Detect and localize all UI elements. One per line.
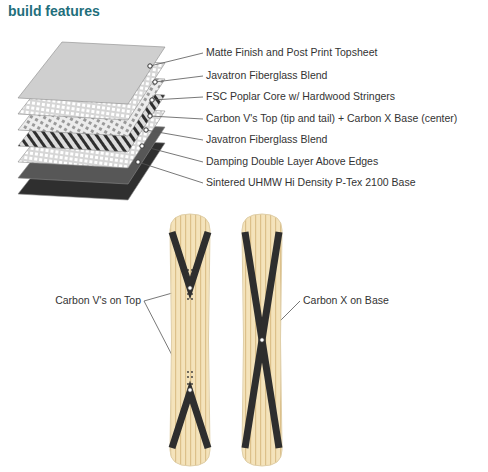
insert-dots — [187, 269, 193, 385]
leader-dot — [188, 286, 193, 291]
layer-plate — [18, 42, 165, 104]
carbon-v — [172, 232, 208, 448]
snowboard-top — [170, 214, 210, 466]
snowboard-base — [242, 214, 282, 466]
part-label: Sintered UHMW Hi Density P-Tex 2100 Base — [206, 176, 416, 189]
part-label: Carbon V's Top (tip and tail) + Carbon X… — [206, 112, 457, 125]
part-label: Carbon V's on Top — [55, 294, 141, 307]
part-label: Carbon X on Base — [303, 294, 389, 307]
part-label: Javatron Fiberglass Blend — [206, 133, 327, 146]
part-label: Javatron Fiberglass Blend — [206, 69, 327, 82]
carbon-x — [245, 232, 279, 448]
title: build features — [8, 3, 100, 20]
leader-dots — [136, 64, 157, 164]
part-label: Damping Double Layer Above Edges — [206, 155, 378, 168]
part-label: Matte Finish and Post Print Topsheet — [206, 46, 377, 59]
layer-stack — [18, 42, 165, 200]
leader-dot — [260, 338, 265, 343]
leader-dot — [188, 388, 193, 393]
part-label: FSC Poplar Core w/ Hardwood Stringers — [206, 90, 395, 103]
